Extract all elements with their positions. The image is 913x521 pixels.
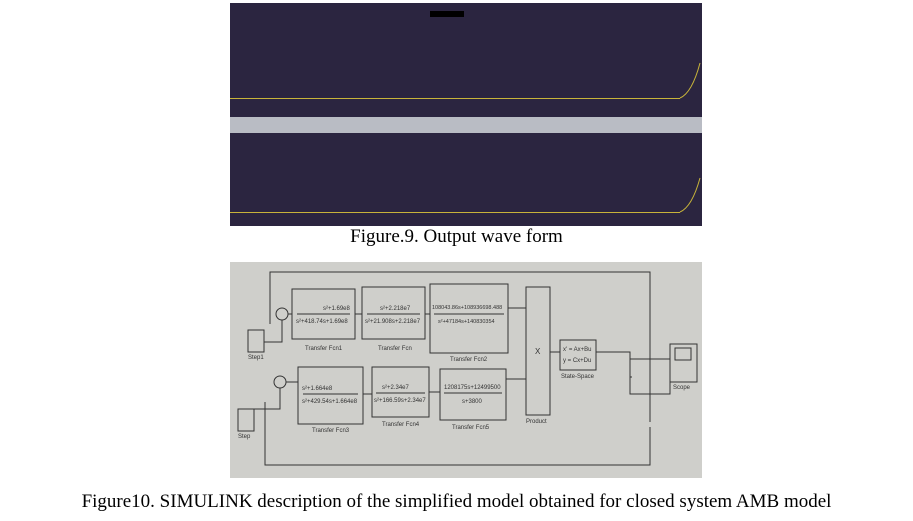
tf-numerator: s²+2.218e7	[380, 306, 411, 312]
tf2-numerator: 108043.86s+108936698.488	[432, 305, 502, 311]
figure9-caption: Figure.9. Output wave form	[350, 226, 563, 247]
figure10-caption: Figure10. SIMULINK description of the si…	[81, 491, 832, 512]
tf4-numerator: s²+2.34e7	[382, 385, 410, 391]
tf3-numerator: s²+1.664e8	[302, 386, 333, 392]
waveform-trace-1	[230, 98, 680, 99]
tf3-denominator: s²+429.54s+1.664e8	[302, 399, 358, 405]
tf1-numerator: s²+1.69e8	[323, 306, 351, 312]
step1-label: Step1	[248, 355, 264, 361]
grey-band	[230, 117, 702, 133]
scope-label: Scope	[673, 385, 691, 391]
product-symbol: X	[535, 347, 541, 356]
product-label: Product	[526, 419, 547, 425]
ss-line2: y = Cx+Du	[563, 358, 591, 364]
tf2-label: Transfer Fcn2	[450, 357, 488, 363]
tf5-denominator: s+3800	[462, 399, 483, 405]
step-label: Step	[238, 434, 251, 440]
ss-label: State-Space	[561, 374, 595, 380]
tf1-denominator: s²+418.74s+1.69e8	[296, 319, 348, 325]
tf4-label: Transfer Fcn4	[382, 422, 420, 428]
tf1-label: Transfer Fcn1	[305, 346, 343, 352]
tf2-denominator: s²+47184s+140830354	[438, 319, 495, 325]
simulink-diagram-image: s²+1.69e8 s²+418.74s+1.69e8 Transfer Fcn…	[230, 262, 702, 478]
marker	[430, 11, 464, 17]
waveform-trace-2	[230, 212, 680, 213]
tf-denominator: s²+21.908s+2.218e7	[365, 319, 421, 325]
output-waveform-image	[230, 3, 702, 226]
tf5-numerator: 1208175s+12499500	[444, 385, 501, 391]
tf4-denominator: s²+166.59s+2.34e7	[374, 398, 426, 404]
tf-label: Transfer Fcn	[378, 346, 412, 352]
ss-line1: x' = Ax+Bu	[563, 347, 592, 353]
tf5-label: Transfer Fcn5	[452, 425, 490, 431]
tf3-label: Transfer Fcn3	[312, 428, 350, 434]
